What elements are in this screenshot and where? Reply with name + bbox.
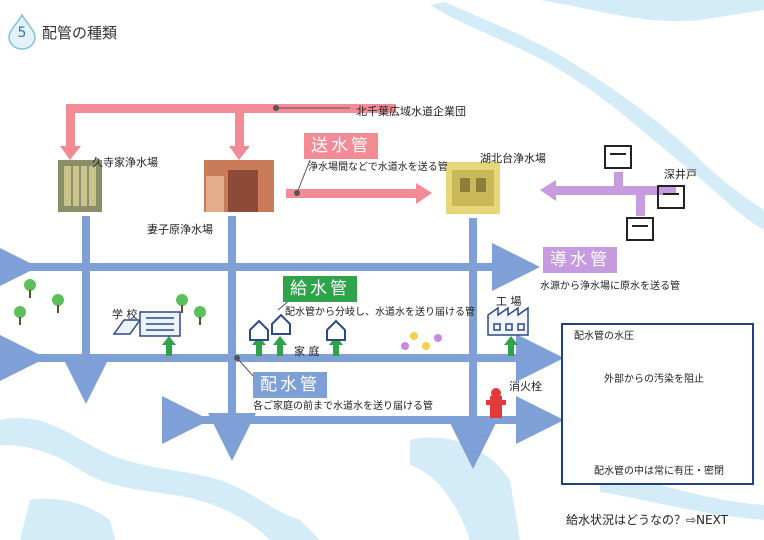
guide-pipe-tag: 導水管	[543, 247, 617, 273]
hydrant-label: 消火栓	[509, 380, 542, 393]
plant-kohoku-icon	[446, 162, 500, 214]
supply-pipe-desc: 配水管から分岐し、水道水を送り届ける管	[285, 307, 475, 318]
plant-tsumako-icon	[204, 160, 274, 212]
plant-kuji-label: 久寺家浄水場	[92, 156, 158, 169]
send-leader-2	[296, 159, 311, 194]
plant-kohoku-label: 湖北台浄水場	[480, 152, 546, 165]
well-icons	[604, 145, 685, 241]
badge-number: 5	[18, 25, 27, 41]
pressure-box-outside-note: 外部からの汚染を阻止	[604, 374, 704, 385]
factory-icon	[487, 306, 529, 336]
house-icons	[249, 313, 346, 341]
guide-pipe-desc: 水源から浄水場に原水を送る管	[540, 281, 680, 292]
next-link[interactable]: 給水状況はどうなの？⇨NEXT	[566, 513, 728, 527]
svg-text:5: 5	[18, 25, 27, 41]
send-pipe-desc: 浄水場間などで水道水を送る管	[308, 162, 448, 173]
school-label: 学 校	[112, 308, 138, 321]
section-badge	[8, 13, 36, 50]
plant-tsumako-label: 妻子原浄水場	[147, 223, 213, 236]
send-leader-dot-2	[294, 190, 300, 196]
home-label: 家 庭	[294, 345, 320, 358]
pressure-box	[561, 323, 754, 485]
well-label: 深井戸	[664, 168, 697, 181]
flower-icons	[401, 332, 442, 350]
page-title: 配管の種類	[42, 24, 118, 42]
guide-pipes	[540, 172, 676, 216]
distribution-pipe-desc: 各ご家庭の前まで水道水を送り届ける管	[253, 401, 433, 412]
pressure-box-title: 配水管の水圧	[574, 331, 634, 342]
tree-icons	[14, 279, 206, 325]
factory-label: 工 場	[496, 295, 522, 308]
pressure-box-inside-note: 配水管の中は常に有圧・密閉	[594, 466, 724, 477]
distribution-pipe-tag: 配水管	[253, 372, 327, 398]
send-leader-dot	[273, 105, 279, 111]
send-pipes	[60, 104, 432, 204]
send-pipe-tag: 送水管	[304, 133, 378, 159]
school-icon	[112, 311, 181, 337]
supply-pipe-tag: 給水管	[283, 276, 357, 302]
hydrant-icon	[486, 388, 506, 418]
dist-leader	[236, 357, 256, 379]
plant-kuji-icon	[58, 160, 102, 212]
distribution-pipes	[0, 216, 564, 469]
authority-label: 北千葉広域水道企業団	[356, 105, 466, 118]
